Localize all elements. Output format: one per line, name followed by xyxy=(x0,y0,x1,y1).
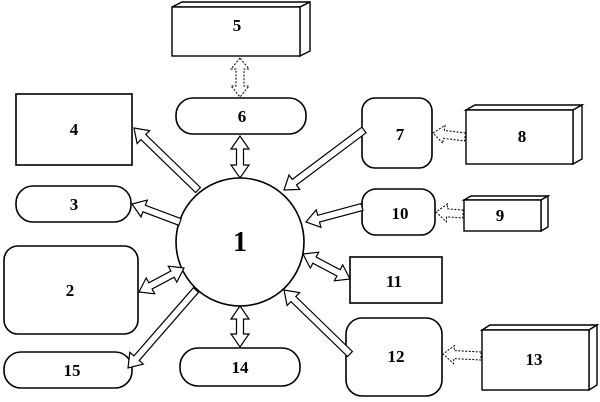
node-1-label: 1 xyxy=(233,227,247,258)
node-8: 8 xyxy=(463,103,585,166)
arrow-7-1 xyxy=(283,126,367,191)
node-3-label: 3 xyxy=(70,195,79,214)
node-2: 2 xyxy=(3,245,139,335)
arrow-13-12 xyxy=(442,344,482,365)
arrow-5-6 xyxy=(229,57,251,98)
node-10: 10 xyxy=(361,188,436,236)
node-4-label: 4 xyxy=(70,120,79,139)
node-12-label: 12 xyxy=(388,347,405,366)
arrow-8-7 xyxy=(432,124,467,145)
arrow-1-15 xyxy=(127,286,200,369)
node-5-label: 5 xyxy=(233,16,242,35)
node-14: 14 xyxy=(179,347,301,387)
node-3: 3 xyxy=(15,185,132,223)
node-9-label: 9 xyxy=(496,206,505,225)
arrow-1-2 xyxy=(138,265,185,295)
node-11: 11 xyxy=(349,256,443,304)
node-1: 1 xyxy=(175,177,305,307)
connectors xyxy=(127,57,482,369)
node-9: 9 xyxy=(461,194,551,233)
node-6-label: 6 xyxy=(238,107,247,126)
node-15: 15 xyxy=(3,351,133,389)
arrow-1-11 xyxy=(302,251,351,282)
arrow-9-10 xyxy=(435,202,464,223)
node-7: 7 xyxy=(361,97,433,169)
node-7-label: 7 xyxy=(396,125,405,144)
node-14-label: 14 xyxy=(232,358,250,377)
node-6: 6 xyxy=(175,97,307,135)
arrow-12-1 xyxy=(283,289,354,358)
arrow-10-1 xyxy=(304,202,364,229)
node-2-label: 2 xyxy=(66,281,75,300)
node-4: 4 xyxy=(15,93,133,166)
node-5: 5 xyxy=(171,0,311,58)
arrow-6-1 xyxy=(229,134,251,180)
node-10-label: 10 xyxy=(392,204,409,223)
node-15-label: 15 xyxy=(64,361,81,380)
node-13-label: 13 xyxy=(526,350,543,369)
node-8-label: 8 xyxy=(518,127,527,146)
arrow-1-3 xyxy=(131,199,182,227)
arrow-1-14 xyxy=(229,304,251,349)
node-11-label: 11 xyxy=(386,272,402,291)
arrow-1-4 xyxy=(133,127,202,194)
node-13: 13 xyxy=(479,323,600,392)
node-12: 12 xyxy=(345,317,443,397)
